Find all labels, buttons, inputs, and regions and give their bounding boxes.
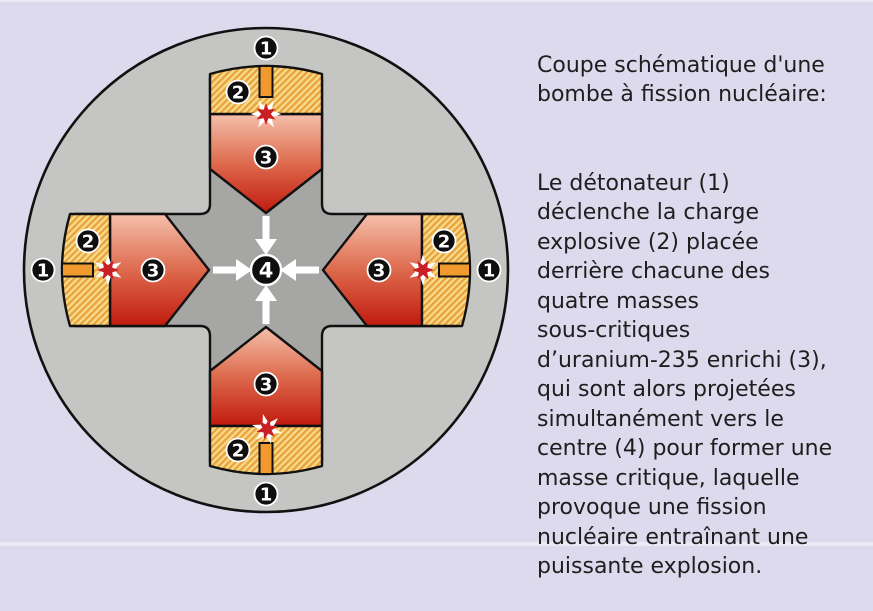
caption-panel: Coupe schématique d'une bombe à fission …: [537, 21, 867, 611]
ignition-flash-top: [250, 100, 282, 128]
svg-text:2: 2: [82, 231, 95, 252]
svg-text:3: 3: [260, 147, 273, 168]
arrow-right: [280, 259, 319, 281]
detonator-tab-top: [258, 65, 274, 98]
detonator-tab-left: [61, 262, 94, 278]
svg-text:1: 1: [260, 484, 273, 505]
badge-critical-center: 4: [249, 253, 283, 287]
badge-charge-right: 2: [431, 228, 457, 254]
ignition-flash-right: [409, 254, 437, 286]
arrow-left: [213, 259, 252, 281]
badge-detonator-right: 1: [476, 257, 502, 283]
badge-charge-top: 2: [225, 79, 251, 105]
caption-body: Le détonateur (1) déclenche la charge ex…: [537, 170, 833, 580]
svg-text:2: 2: [232, 440, 245, 461]
svg-text:3: 3: [147, 260, 160, 281]
svg-text:1: 1: [483, 260, 496, 281]
badge-detonator-bottom: 1: [253, 481, 279, 507]
detonator-tab-right: [438, 262, 471, 278]
svg-text:2: 2: [232, 82, 245, 103]
svg-text:3: 3: [260, 374, 273, 395]
caption-title: Coupe schématique d'une bombe à fission …: [537, 52, 827, 108]
bomb-cross-section-diagram: 1 1 1 1 2 2 2 2 3 3 3: [22, 26, 510, 514]
ignition-flash-left: [94, 254, 122, 286]
svg-text:2: 2: [438, 231, 451, 252]
top-edge-highlight: [0, 0, 873, 2]
fission-bomb-infographic: 1 1 1 1 2 2 2 2 3 3 3: [0, 0, 873, 579]
svg-text:3: 3: [373, 260, 386, 281]
badge-uranium-bottom: 3: [253, 371, 279, 397]
detonator-tab-bottom: [258, 442, 274, 475]
svg-text:4: 4: [259, 259, 274, 283]
svg-text:1: 1: [260, 38, 273, 59]
svg-text:1: 1: [37, 260, 50, 281]
badge-uranium-top: 3: [253, 144, 279, 170]
badge-uranium-right: 3: [366, 257, 392, 283]
ignition-flash-bottom: [252, 414, 282, 444]
badge-uranium-left: 3: [140, 257, 166, 283]
badge-detonator-left: 1: [30, 257, 56, 283]
badge-detonator-top: 1: [253, 35, 279, 61]
badge-charge-left: 2: [75, 228, 101, 254]
badge-charge-bottom: 2: [225, 437, 251, 463]
arrow-bottom: [255, 285, 277, 324]
bottom-edge-highlight: [0, 542, 873, 546]
arrow-top: [255, 216, 277, 255]
